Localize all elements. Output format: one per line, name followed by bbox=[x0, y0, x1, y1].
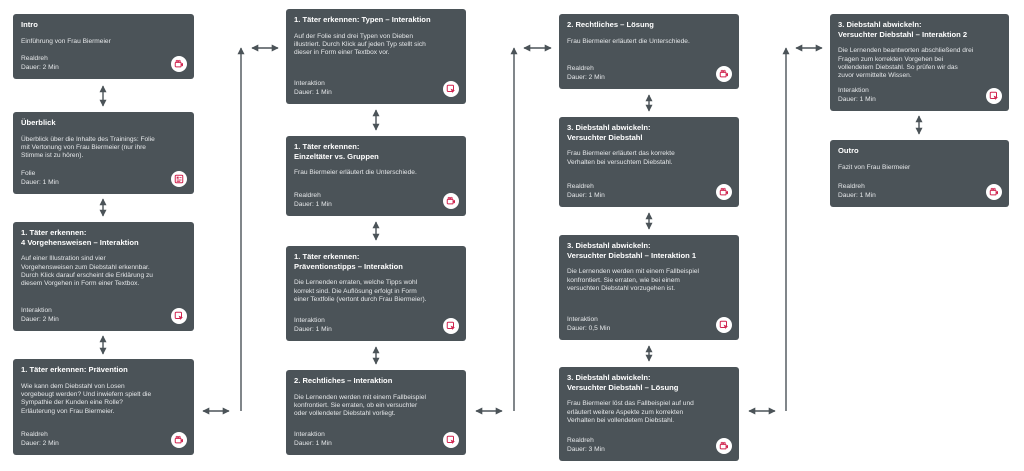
card-versuchter-diebstahl-loesung: 3. Diebstahl abwickeln: Versuchter Diebs… bbox=[559, 367, 739, 461]
card-description: Die Lernenden werden mit einem Fallbeisp… bbox=[567, 268, 699, 292]
card-title: 1. Täter erkennen: Einzeltäter vs. Grupp… bbox=[294, 142, 379, 161]
card-description: Auf einer Illustration sind vier Vorgehe… bbox=[21, 255, 153, 288]
card-duration: Dauer: 1 Min bbox=[567, 191, 605, 199]
card-type: Realdreh bbox=[21, 431, 48, 439]
card-description: Auf der Folie sind drei Typen von Dieben… bbox=[294, 32, 426, 57]
card-title: 3. Diebstahl abwickeln: Versuchter Diebs… bbox=[567, 373, 679, 392]
card-duration: Dauer: 1 Min bbox=[838, 191, 876, 199]
card-title: Intro bbox=[21, 20, 38, 29]
card-duration: Dauer: 1 Min bbox=[294, 200, 332, 208]
card-einzeltaeter-gruppen: 1. Täter erkennen: Einzeltäter vs. Grupp… bbox=[286, 136, 466, 216]
card-type: Interaktion bbox=[294, 431, 325, 439]
card-description: Wie kann dem Diebstahl von Losen vorgebe… bbox=[21, 382, 152, 415]
card-title: 2. Rechtliches – Lösung bbox=[567, 20, 654, 29]
card-description: Einführung von Frau Biermeier bbox=[21, 37, 111, 45]
card-type: Interaktion bbox=[294, 317, 325, 325]
card-type: Folie bbox=[21, 170, 36, 178]
card-type: Realdreh bbox=[294, 192, 321, 200]
card-type: Realdreh bbox=[838, 183, 865, 191]
card-description: Frau Biermeier erläutert die Unterschied… bbox=[567, 37, 690, 45]
interaction-icon bbox=[443, 318, 459, 334]
video-icon bbox=[716, 66, 732, 82]
video-icon bbox=[171, 432, 187, 448]
card-title: Überblick bbox=[21, 118, 56, 127]
card-description: Frau Biermeier erläutert das korrekte Ve… bbox=[567, 150, 675, 166]
interaction-icon bbox=[986, 88, 1002, 104]
card-description: Überblick über die Inhalte des Trainings… bbox=[21, 135, 155, 160]
card-taeter-typen: 1. Täter erkennen: Typen – Interaktion A… bbox=[286, 9, 466, 104]
card-rechtliches-interaktion: 2. Rechtliches – Interaktion Die Lernend… bbox=[286, 370, 466, 455]
card-intro: Intro Einführung von Frau Biermeier Real… bbox=[13, 14, 194, 79]
card-type: Realdreh bbox=[567, 437, 594, 445]
card-type: Interaktion bbox=[294, 80, 325, 88]
card-duration: Dauer: 0,5 Min bbox=[567, 324, 611, 332]
card-type: Realdreh bbox=[567, 65, 594, 73]
interaction-icon bbox=[716, 317, 732, 333]
interaction-icon bbox=[443, 81, 459, 97]
card-title: 1. Täter erkennen: Präventionstipps – In… bbox=[294, 252, 403, 271]
card-description: Die Lernenden erraten, welche Tipps wohl… bbox=[294, 279, 427, 303]
card-praeventionstipps: 1. Täter erkennen: Präventionstipps – In… bbox=[286, 246, 466, 341]
card-taeter-vorgehensweisen: 1. Täter erkennen: 4 Vorgehensweisen – I… bbox=[13, 222, 194, 331]
card-versuchter-diebstahl-interaktion-1: 3. Diebstahl abwickeln: Versuchter Diebs… bbox=[559, 235, 739, 340]
card-title: 2. Rechtliches – Interaktion bbox=[294, 376, 393, 385]
card-duration: Dauer: 1 Min bbox=[838, 95, 876, 103]
card-type: Realdreh bbox=[567, 183, 594, 191]
video-icon bbox=[171, 56, 187, 72]
video-icon bbox=[443, 193, 459, 209]
card-duration: Dauer: 1 Min bbox=[21, 178, 59, 186]
card-type: Interaktion bbox=[567, 316, 598, 324]
card-duration: Dauer: 3 Min bbox=[567, 445, 605, 453]
card-duration: Dauer: 1 Min bbox=[294, 325, 332, 333]
card-title: 3. Diebstahl abwickeln: Versuchter Diebs… bbox=[567, 241, 697, 260]
card-description: Frau Biermeier erläutert die Unterschied… bbox=[294, 169, 417, 177]
card-title: Outro bbox=[838, 146, 859, 155]
card-description: Fazit von Frau Biermeier bbox=[838, 163, 911, 171]
video-icon bbox=[716, 438, 732, 454]
card-title: 1. Täter erkennen: Prävention bbox=[21, 365, 128, 374]
interaction-icon bbox=[171, 308, 187, 324]
video-icon bbox=[716, 184, 732, 200]
card-type: Interaktion bbox=[21, 307, 52, 315]
card-duration: Dauer: 2 Min bbox=[567, 73, 605, 81]
card-ueberblick: Überblick Überblick über die Inhalte des… bbox=[13, 112, 194, 194]
card-title: 1. Täter erkennen: Typen – Interaktion bbox=[294, 15, 431, 24]
card-versuchter-diebstahl: 3. Diebstahl abwickeln: Versuchter Diebs… bbox=[559, 117, 739, 207]
slide-icon bbox=[171, 171, 187, 187]
card-taeter-praevention: 1. Täter erkennen: Prävention Wie kann d… bbox=[13, 359, 194, 455]
card-duration: Dauer: 2 Min bbox=[21, 315, 59, 323]
card-duration: Dauer: 2 Min bbox=[21, 63, 59, 71]
card-type: Realdreh bbox=[21, 55, 48, 63]
video-icon bbox=[986, 184, 1002, 200]
card-title: 3. Diebstahl abwickeln: Versuchter Diebs… bbox=[567, 123, 651, 142]
card-description: Frau Biermeier löst das Fallbeispiel auf… bbox=[567, 400, 694, 424]
card-duration: Dauer: 2 Min bbox=[21, 439, 59, 447]
card-description: Die Lernenden werden mit einem Fallbeisp… bbox=[294, 393, 426, 418]
card-duration: Dauer: 1 Min bbox=[294, 439, 332, 447]
card-description: Die Lernenden beantworten abschließend d… bbox=[838, 47, 974, 80]
interaction-icon bbox=[443, 432, 459, 448]
card-type: Interaktion bbox=[838, 87, 869, 95]
card-title: 1. Täter erkennen: 4 Vorgehensweisen – I… bbox=[21, 228, 139, 247]
card-title: 3. Diebstahl abwickeln: Versuchter Diebs… bbox=[838, 20, 968, 39]
card-duration: Dauer: 1 Min bbox=[294, 88, 332, 96]
card-rechtliches-loesung: 2. Rechtliches – Lösung Frau Biermeier e… bbox=[559, 14, 739, 89]
card-vollendeter-diebstahl-interaktion-2: 3. Diebstahl abwickeln: Versuchter Diebs… bbox=[830, 14, 1009, 111]
